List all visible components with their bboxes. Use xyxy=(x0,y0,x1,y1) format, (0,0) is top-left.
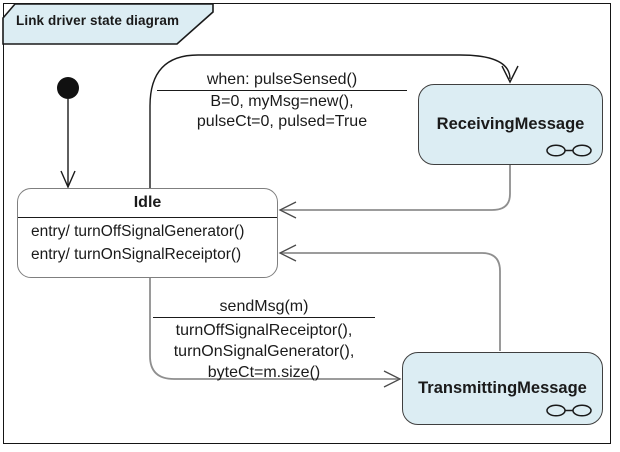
state-idle: Idle entry/ turnOffSignalGenerator() ent… xyxy=(17,188,278,278)
diagram-title: Link driver state diagram xyxy=(16,13,180,28)
idle-entry-action: entry/ turnOffSignalGenerator() xyxy=(31,223,245,240)
transition-idle-to-transmitting-arrowhead xyxy=(383,370,402,388)
state-transmitting-message-name: TransmittingMessage xyxy=(418,379,587,397)
transition-actions: B=0, myMsg=new(), pulseCt=0, pulsed=True xyxy=(157,91,407,132)
transition-trigger: when: pulseSensed() xyxy=(157,71,407,91)
initial-state-dot xyxy=(57,77,79,99)
transition-action-line: byteCt=m.size() xyxy=(207,364,321,381)
transition-action-line: turnOnSignalGenerator(), xyxy=(173,343,355,360)
transition-idle-to-receiving-line xyxy=(149,54,511,188)
idle-entry-action: entry/ turnOnSignalReceiptor() xyxy=(31,245,242,263)
state-receiving-message: ReceivingMessage xyxy=(418,84,603,165)
diagram-frame xyxy=(3,3,611,444)
transition-actions: turnOffSignalReceiptor(), turnOnSignalGe… xyxy=(153,318,375,383)
transition-action-line: pulseCt=0, pulsed=True xyxy=(196,113,368,130)
transition-trigger: sendMsg(m) xyxy=(153,298,375,318)
transition-idle-to-transmitting-line xyxy=(149,278,398,380)
transition-initial-to-idle-arrowhead xyxy=(60,170,76,189)
state-transmitting-message: TransmittingMessage xyxy=(402,352,603,425)
state-idle-internal-activities: entry/ turnOffSignalGenerator() entry/ t… xyxy=(18,218,277,266)
transition-transmitting-to-idle-line xyxy=(281,252,501,351)
submachine-icon xyxy=(546,144,592,157)
transition-action-line: turnOffSignalReceiptor(), xyxy=(175,322,353,339)
transition-action-line: B=0, myMsg=new(), xyxy=(210,93,354,110)
submachine-icon xyxy=(546,404,592,417)
transition-transmitting-to-idle-arrowhead xyxy=(278,244,297,262)
transition-receiving-to-idle-arrowhead xyxy=(278,201,297,219)
transition-idle-to-receiving-arrowhead xyxy=(501,65,519,84)
frame-title-tab xyxy=(2,3,214,45)
transition-label-idle-to-transmitting: sendMsg(m) turnOffSignalReceiptor(), tur… xyxy=(153,298,375,383)
transition-receiving-to-idle-line xyxy=(281,165,511,211)
transition-label-idle-to-receiving: when: pulseSensed() B=0, myMsg=new(), pu… xyxy=(157,71,407,132)
state-receiving-message-name: ReceivingMessage xyxy=(436,115,585,133)
state-idle-name: Idle xyxy=(18,189,277,218)
